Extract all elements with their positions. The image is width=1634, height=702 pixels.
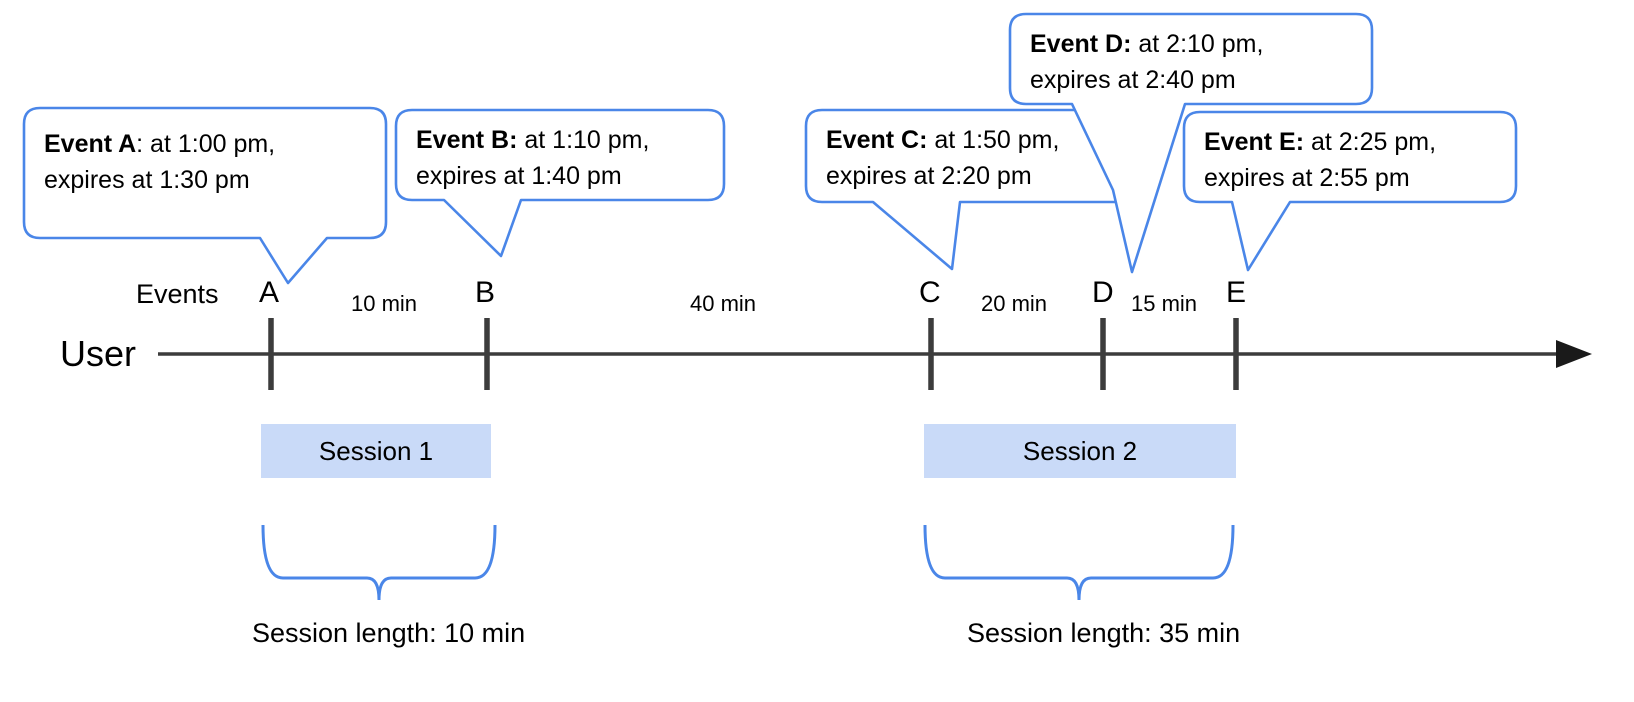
callout-event-b[interactable]: Event B: at 1:10 pm, expires at 1:40 pm [396, 108, 724, 206]
gap-label-d-to-e: 15 min [1131, 291, 1198, 316]
event-letter-e: E [1226, 276, 1247, 309]
session-bar-1[interactable]: Session 1 [261, 424, 491, 478]
session-2-brace [923, 524, 1235, 601]
event-d-line1-tail: at 2:10 pm, [1131, 30, 1264, 58]
event-b-name-with-colon: Event B [416, 126, 510, 154]
event-a-line1-tail: at 1:00 pm, [143, 130, 276, 158]
callout-event-e-line2: expires at 2:55 pm [1204, 164, 1410, 192]
event-e-name-with-colon: Event E [1204, 128, 1296, 156]
callout-event-d-line2: expires at 2:40 pm [1030, 66, 1236, 94]
callout-event-c-line1: Event C: at 1:50 pm, [826, 122, 1116, 158]
event-letter-d: D [1092, 276, 1114, 309]
callout-event-a[interactable]: Event A: at 1:00 pm, expires at 1:30 pm [24, 112, 386, 210]
event-letter-a: A [259, 276, 280, 309]
timeline-arrowhead-icon [1556, 340, 1592, 368]
callout-event-a-line2: expires at 1:30 pm [44, 166, 250, 194]
callout-event-a-line1: Event A: at 1:00 pm, [44, 126, 368, 162]
event-b-sep: : [509, 126, 518, 154]
axis-events-label: Events [136, 279, 219, 309]
callout-event-d-line1: Event D: at 2:10 pm, [1030, 26, 1354, 62]
session-bar-2-label: Session 2 [1022, 435, 1138, 466]
callout-event-c[interactable]: Event C: at 1:50 pm, expires at 2:20 pm [806, 108, 1134, 206]
event-a-sep: : [136, 130, 144, 158]
callout-event-d[interactable]: Event D: at 2:10 pm, expires at 2:40 pm [1010, 12, 1372, 110]
callout-event-e[interactable]: Event E: at 2:25 pm, expires at 2:55 pm [1184, 110, 1516, 208]
event-a-name: Event A [44, 130, 137, 158]
session-1-brace [261, 524, 497, 601]
callout-shape-event-e [1182, 110, 1518, 272]
callout-event-b-line1: Event B: at 1:10 pm, [416, 122, 706, 158]
gap-label-c-to-d: 20 min [981, 291, 1048, 316]
event-d-name-with-colon: Event D [1030, 30, 1124, 58]
event-c-sep: : [919, 126, 928, 154]
session-bar-2[interactable]: Session 2 [924, 424, 1236, 478]
event-e-sep: : [1295, 128, 1305, 156]
callout-event-c-line2: expires at 2:20 pm [826, 162, 1032, 190]
event-c-name-with-colon: Event C [826, 126, 920, 154]
session-2-length-label: Session length: 35 min [967, 618, 1241, 648]
gap-label-b-to-c: 40 min [690, 291, 757, 316]
event-e-line1-tail: at 2:25 pm, [1304, 128, 1437, 156]
session-bar-1-label: Session 1 [318, 435, 434, 466]
event-c-line1-tail: at 1:50 pm, [927, 126, 1060, 154]
callout-shape-event-a [22, 106, 388, 285]
callout-shape-event-d [1008, 12, 1374, 274]
session-1-length-label: Session length: 10 min [252, 618, 526, 648]
callout-shape-event-b [394, 108, 726, 258]
callout-event-b-line2: expires at 1:40 pm [416, 162, 622, 190]
callout-event-e-line1: Event E: at 2:25 pm, [1204, 124, 1498, 160]
event-letter-c: C [919, 276, 941, 309]
event-letter-b: B [475, 276, 496, 309]
event-b-line1-tail: at 1:10 pm, [517, 126, 650, 154]
gap-label-a-to-b: 10 min [351, 291, 418, 316]
event-d-sep: : [1123, 30, 1132, 58]
axis-row-label-user: User [60, 333, 137, 374]
